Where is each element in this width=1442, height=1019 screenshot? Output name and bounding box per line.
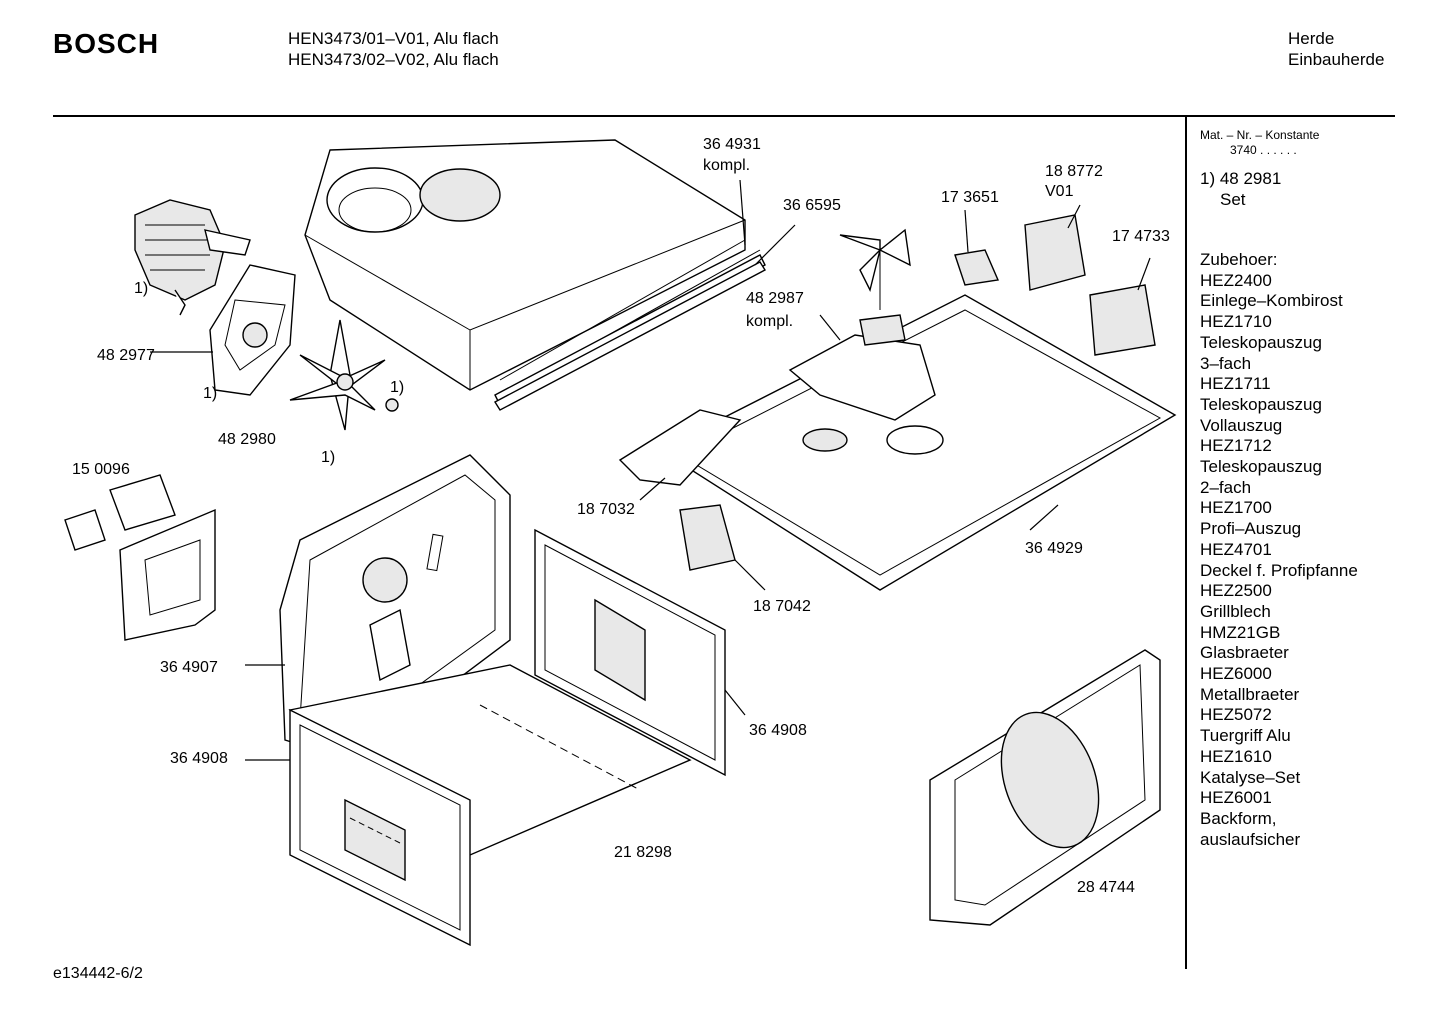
accessory-line: Vollauszug [1200, 415, 1283, 435]
label-note-cover: 1) [203, 385, 217, 402]
set-note-number: 1) 48 2981 [1200, 169, 1282, 188]
accessory-line: Tuergriff Alu [1200, 726, 1291, 746]
accessory-line: HEZ5072 [1200, 705, 1272, 725]
material-number-value: 3740 . . . . . . [1230, 143, 1297, 157]
accessory-line: Backform, [1200, 808, 1277, 828]
accessory-line: HEZ1712 [1200, 436, 1272, 456]
accessory-line: HEZ6000 [1200, 664, 1272, 684]
relay-174733 [1089, 284, 1156, 356]
control-bracket [64, 474, 216, 641]
hood-assembly [304, 139, 766, 411]
leader-lines [150, 179, 1151, 761]
relay-188772 [1024, 214, 1086, 291]
label-482987: 48 2987 [746, 290, 804, 307]
label-note-fan: 1) [321, 449, 335, 466]
label-364931-kompl: kompl. [703, 157, 750, 174]
accessory-line: Einlege–Kombirost [1200, 291, 1343, 311]
accessory-line: Glasbraeter [1200, 643, 1289, 663]
label-note-nut: 1) [390, 379, 404, 396]
top-plate [618, 294, 1177, 591]
label-173651: 17 3651 [941, 189, 999, 206]
accessory-line: 2–fach [1200, 477, 1252, 497]
label-366595: 36 6595 [783, 197, 841, 214]
category-line-2: Einbauherde [1288, 50, 1385, 69]
label-188772: 18 8772 [1045, 163, 1103, 180]
label-364907: 36 4907 [160, 659, 218, 676]
material-number-title: Mat. – Nr. – Konstante [1200, 128, 1320, 142]
category-line-1: Herde [1288, 29, 1335, 48]
cooling-fan [839, 228, 911, 346]
accessory-line: HEZ1711 [1200, 374, 1271, 394]
accessory-line: Teleskopauszug [1200, 394, 1322, 414]
grill-cover-plate [929, 649, 1161, 926]
accessory-line: Deckel f. Profipfanne [1200, 560, 1358, 580]
model-line-2: HEN3473/02–V02, Alu flach [288, 50, 499, 69]
sidebar-divider [1185, 117, 1187, 969]
accessory-line: HEZ2500 [1200, 581, 1272, 601]
accessory-line: auslaufsicher [1200, 829, 1301, 849]
label-174733: 17 4733 [1112, 228, 1170, 245]
label-482987-kompl: kompl. [746, 313, 793, 330]
header-divider [53, 115, 1395, 117]
lamp-holder [679, 504, 736, 571]
side-wall-left [289, 708, 471, 947]
label-482980: 48 2980 [218, 431, 276, 448]
accessory-line: Profi–Auszug [1200, 519, 1302, 539]
side-wall-right [534, 528, 726, 777]
accessory-line: HMZ21GB [1200, 622, 1281, 642]
diagram-code: e134442-6/2 [53, 965, 143, 982]
model-line-1: HEN3473/01–V01, Alu flach [288, 29, 499, 48]
accessory-line: HEZ6001 [1200, 788, 1272, 808]
accessory-line: HEZ1710 [1200, 312, 1272, 332]
accessory-line: HEZ1700 [1200, 498, 1272, 518]
label-364908-left: 36 4908 [170, 750, 228, 767]
label-364931: 36 4931 [703, 136, 761, 153]
label-note-motor: 1) [134, 280, 148, 297]
switch-173651 [954, 249, 1000, 286]
fan-cover-plate [209, 264, 296, 396]
accessory-line: Teleskopauszug [1200, 332, 1322, 352]
label-284744: 28 4744 [1077, 879, 1135, 896]
set-note-label: Set [1220, 190, 1246, 209]
label-150096: 15 0096 [72, 461, 130, 478]
accessory-line: Grillblech [1200, 601, 1271, 621]
back-wall [279, 454, 511, 761]
label-482977: 48 2977 [97, 347, 155, 364]
accessory-line: HEZ1610 [1200, 746, 1272, 766]
category: Herde Einbauherde [1288, 28, 1384, 70]
label-364908-right: 36 4908 [749, 722, 807, 739]
label-364929: 36 4929 [1025, 540, 1083, 557]
label-187042: 18 7042 [753, 598, 811, 615]
label-188772-v01: V01 [1045, 183, 1074, 200]
accessory-line: Katalyse–Set [1200, 767, 1301, 787]
model-list: HEN3473/01–V01, Alu flach HEN3473/02–V02… [288, 28, 499, 70]
accessory-line: 3–fach [1200, 353, 1252, 373]
label-218298: 21 8298 [614, 844, 672, 861]
set-note: 1) 48 2981 Set [1200, 168, 1281, 210]
accessory-line: HEZ2400 [1200, 270, 1272, 290]
accessory-line: Metallbraeter [1200, 684, 1300, 704]
accessory-line: HEZ4701 [1200, 539, 1272, 559]
accessory-line: Teleskopauszug [1200, 457, 1322, 477]
label-187032: 18 7032 [577, 501, 635, 518]
brand-logo: BOSCH [53, 28, 160, 59]
convection-motor [134, 199, 251, 316]
fan-wheel [289, 319, 399, 431]
accessories-title: Zubehoer: [1200, 250, 1278, 269]
